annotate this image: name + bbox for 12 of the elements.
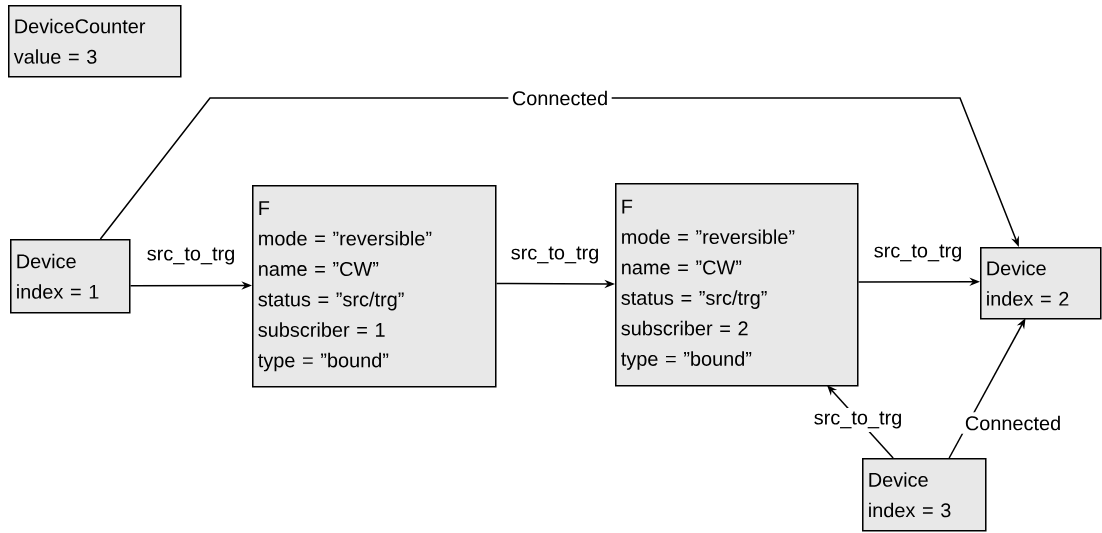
device-box: Device index = 1 — [10, 239, 131, 314]
state-box: F mode = ”reversible” name = ”CW” status = ”src/trg” subscriber = 2 type = ”bound” — [615, 183, 859, 387]
device-box: Device index = 2 — [980, 247, 1102, 320]
edge-label: src_to_trg — [810, 408, 906, 432]
device-box: Device index = 3 — [862, 458, 987, 532]
edge-label: src_to_trg — [143, 244, 239, 268]
state-box: F mode = ”reversible” name = ”CW” status = ”src/trg” subscriber = 1 type = ”bound” — [252, 185, 497, 388]
edge-label: Connected — [961, 412, 1065, 434]
edge-label: Connected — [508, 87, 612, 109]
edge-label: src_to_trg — [507, 243, 603, 267]
edge-label: src_to_trg — [870, 241, 966, 265]
counter-box: DeviceCounter value = 3 — [8, 5, 182, 78]
